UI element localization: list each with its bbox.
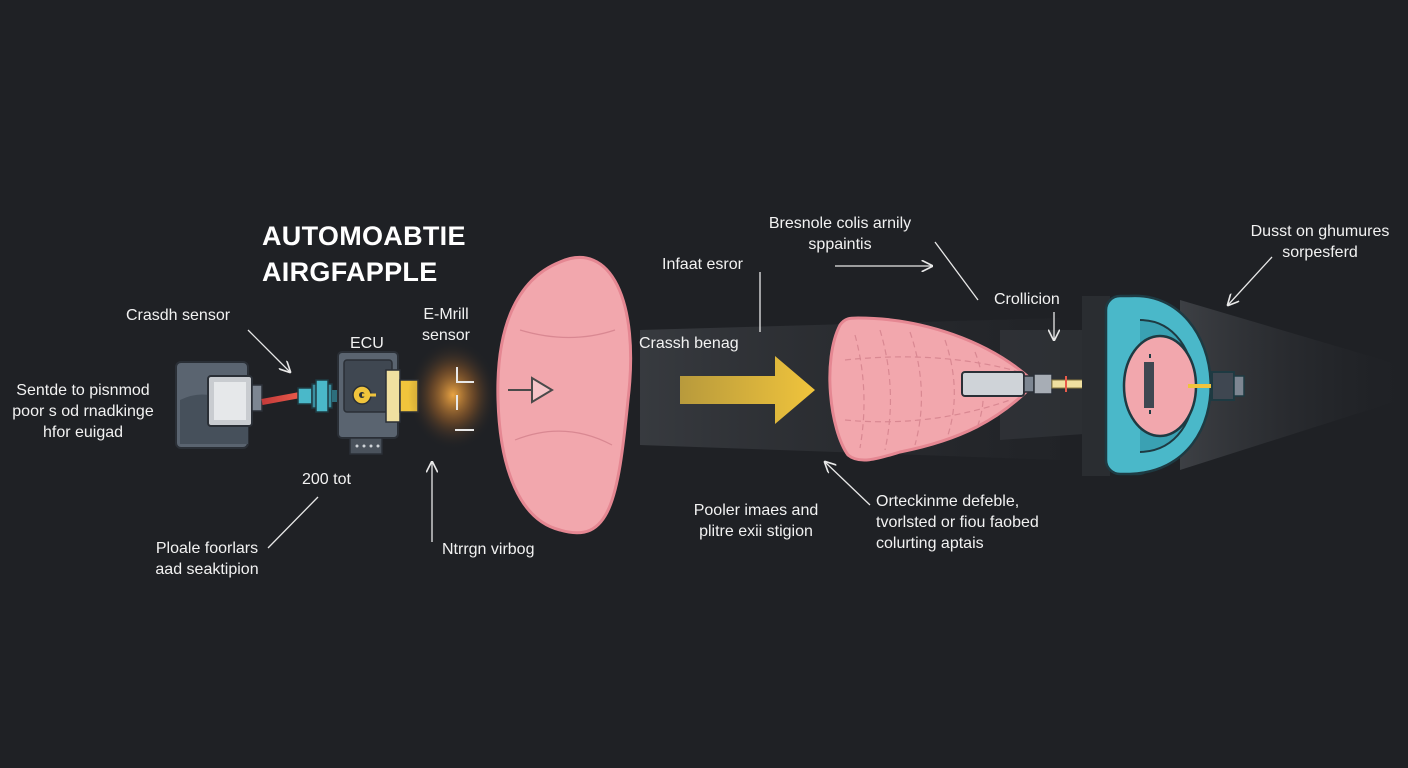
label-pooler: Pooler imaes and plitre exii stigion xyxy=(693,502,819,540)
label-200-tot: 200 tot xyxy=(302,471,351,488)
red-wire xyxy=(261,392,301,405)
label-sentde: Sentde to pisnmod poor s od rnadkinge hf… xyxy=(12,382,154,441)
label-nitrogen: Ntrrgn virbog xyxy=(442,541,535,558)
airbag-first xyxy=(496,255,633,535)
wire-connector xyxy=(297,379,340,413)
label-infaat: Infaat esror xyxy=(662,256,743,273)
steering-wheel xyxy=(1082,294,1245,476)
label-dusst: Dusst on ghumures sorpesferd xyxy=(1250,223,1390,261)
label-ecu: ECU xyxy=(350,335,384,352)
inflator-glow xyxy=(408,340,498,450)
ecu-module xyxy=(337,351,419,455)
title-line-2: AIRGFAPPLE xyxy=(262,257,438,287)
label-orteckinme: Orteckinme defeble, tvorlsted or fiou fa… xyxy=(876,493,1039,552)
label-bresnole: Bresnole colis arnily sppaintis xyxy=(768,215,912,253)
label-emrill-sensor: E-Mrill sensor xyxy=(421,306,471,344)
leader-lines xyxy=(247,241,1273,549)
airbag-second xyxy=(828,316,1038,462)
crash-sensor-module xyxy=(175,361,263,449)
arrow-icon xyxy=(508,376,554,404)
title-line-1: AUTOMOABTIE xyxy=(262,221,466,251)
diagram-title: AUTOMOABTIE AIRGFAPPLE xyxy=(262,218,466,290)
bracket-marks xyxy=(455,367,474,431)
label-crassh-benag: Crassh benag xyxy=(639,335,739,352)
label-crollicion: Crollicion xyxy=(994,291,1060,308)
label-crash-sensor: Crasdh sensor xyxy=(126,307,231,324)
label-ploale: Ploale foorlars aad seaktipion xyxy=(155,540,259,578)
yellow-flow-arrow xyxy=(680,356,815,424)
